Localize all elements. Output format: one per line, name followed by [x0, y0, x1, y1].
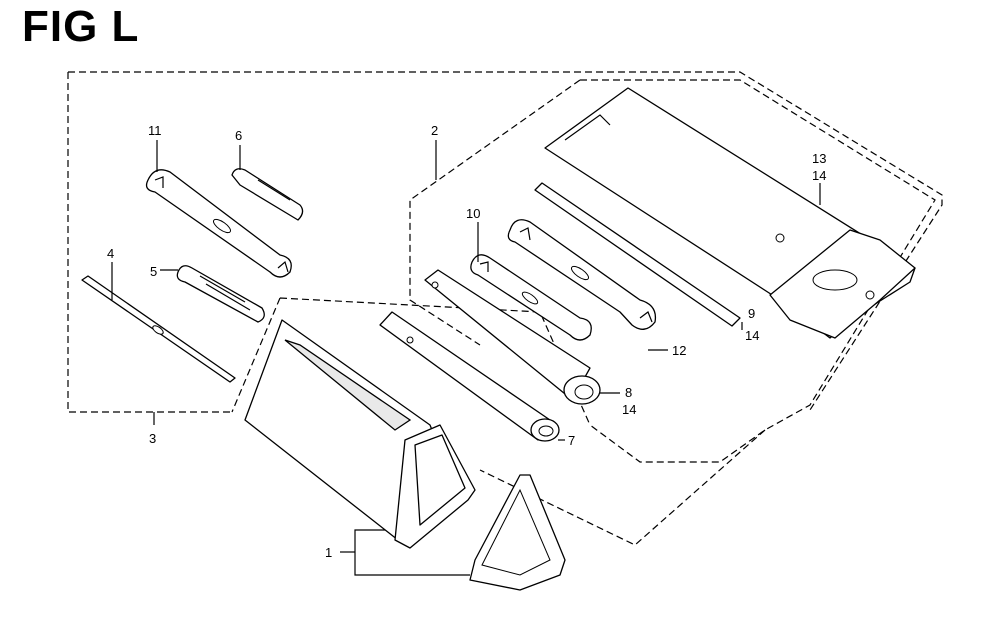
- label-part-8: 8: [625, 385, 632, 400]
- label-part-3: 3: [149, 431, 156, 446]
- label-part-10: 10: [466, 206, 480, 221]
- label-part-2: 2: [431, 123, 438, 138]
- wrench-10: [470, 254, 592, 341]
- tool-bag: [544, 87, 916, 339]
- group-2-frame: [409, 79, 936, 463]
- label-part-9-sub: 14: [745, 328, 759, 343]
- label-part-13-sub: 14: [812, 168, 826, 183]
- tool-case: [244, 319, 566, 591]
- wrench-11: [145, 169, 292, 278]
- label-part-6: 6: [235, 128, 242, 143]
- wrench-12: [507, 219, 657, 330]
- outer-group-frame: [67, 71, 943, 413]
- box-spanner-8: [424, 269, 601, 405]
- label-part-13: 13: [812, 151, 826, 166]
- plug-wrench-7: [379, 311, 560, 442]
- label-part-12: 12: [672, 343, 686, 358]
- screwdriver-5: [176, 265, 265, 323]
- label-part-7: 7: [568, 433, 575, 448]
- label-part-11: 11: [148, 123, 162, 138]
- label-part-5: 5: [150, 264, 157, 279]
- screwdriver-shaft-4: [81, 275, 236, 383]
- label-part-1: 1: [325, 545, 332, 560]
- label-part-9: 9: [748, 306, 755, 321]
- screwdriver-grip-6: [231, 168, 304, 221]
- figure-title: FIG L: [22, 2, 140, 51]
- label-part-8-sub: 14: [622, 402, 636, 417]
- leader-lines: [111, 140, 821, 576]
- label-part-4: 4: [107, 246, 114, 261]
- tommy-bar: [534, 182, 741, 327]
